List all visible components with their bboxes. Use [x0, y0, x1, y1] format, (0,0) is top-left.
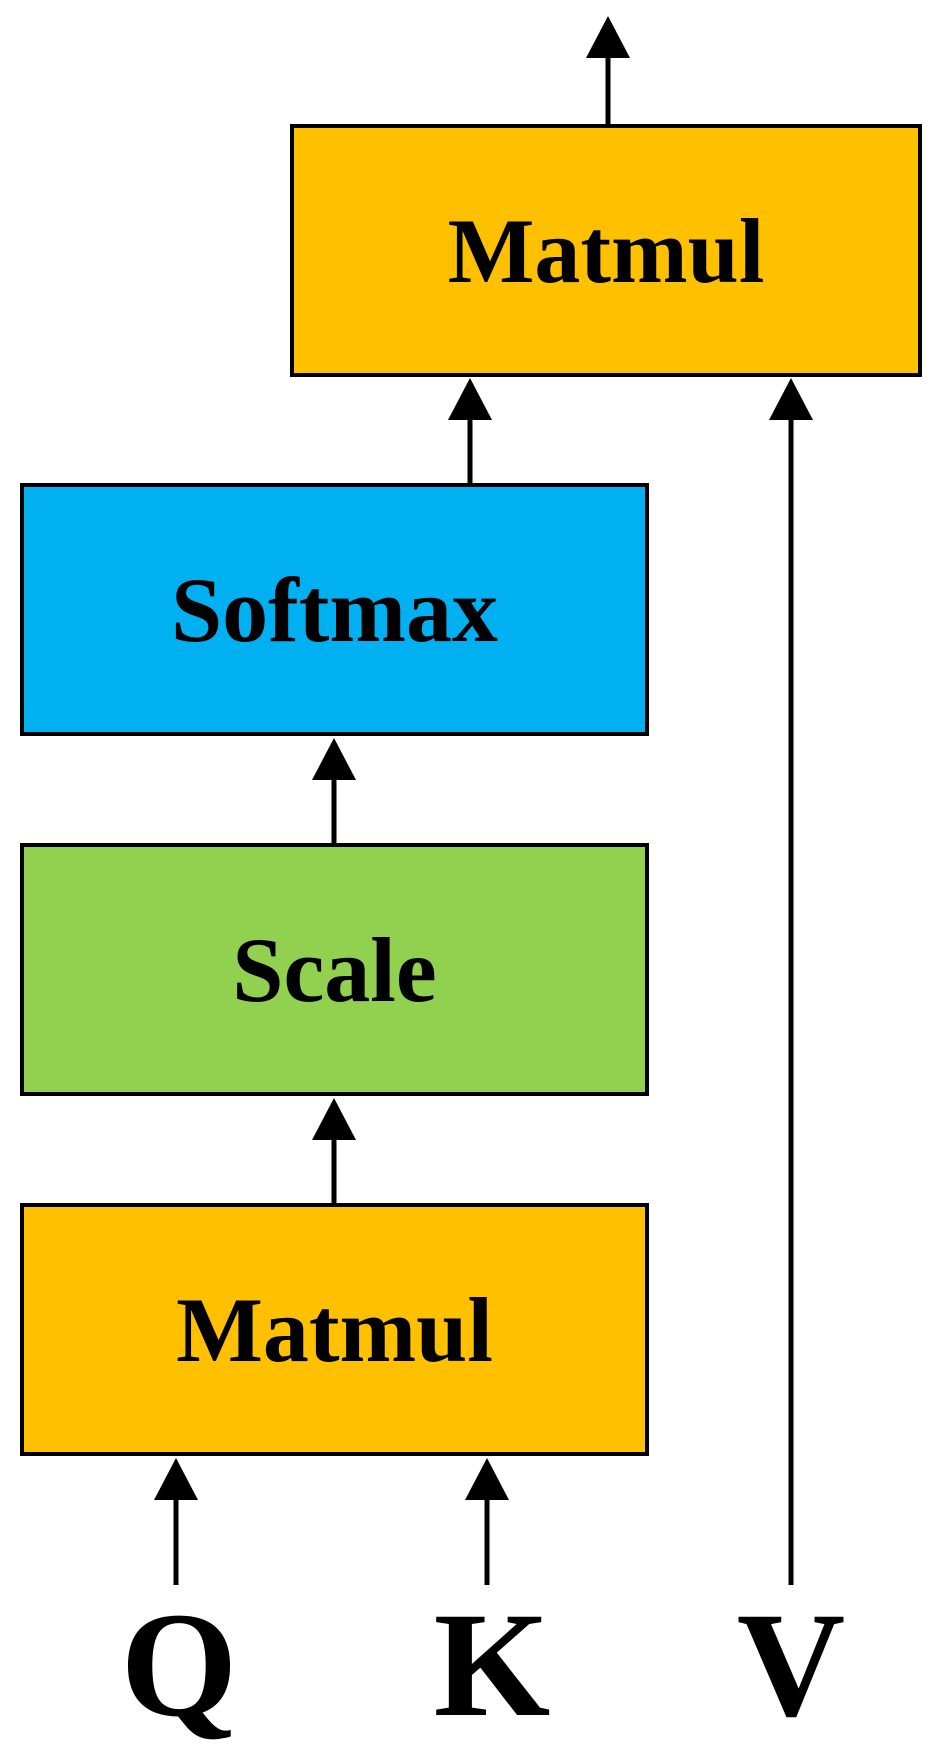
softmax-label: Softmax [170, 558, 499, 661]
v-label: V [736, 1582, 846, 1748]
scale-label: Scale [232, 918, 437, 1021]
matmul-bottom-label: Matmul [176, 1278, 493, 1381]
softmax-to-matmul-arrowhead [448, 378, 492, 420]
output-arrowhead [586, 16, 630, 58]
v-arrowhead [769, 378, 813, 420]
scale-to-softmax-arrowhead [312, 738, 356, 780]
matmul-bottom-block: Matmul [20, 1203, 649, 1456]
q-label: Q [120, 1582, 238, 1748]
matmul-top-block: Matmul [290, 124, 922, 377]
k-label: K [433, 1582, 551, 1748]
scale-block: Scale [20, 843, 649, 1096]
k-arrowhead [465, 1458, 509, 1500]
softmax-block: Softmax [20, 483, 649, 736]
matmul-to-scale-arrowhead [312, 1098, 356, 1140]
matmul-top-label: Matmul [447, 199, 765, 302]
q-arrowhead [154, 1458, 198, 1500]
